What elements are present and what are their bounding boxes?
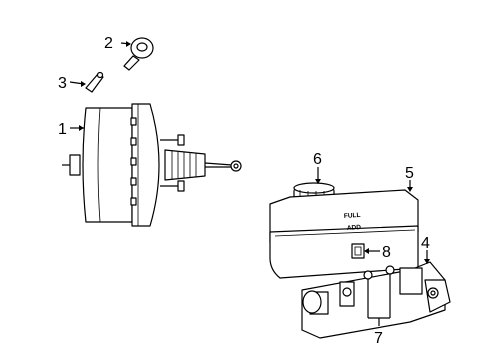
master-cylinder bbox=[301, 250, 451, 339]
callout-1: 1 bbox=[58, 121, 67, 138]
check-valve bbox=[69, 71, 104, 93]
callout-4: 4 bbox=[421, 235, 430, 252]
callout-3: 3 bbox=[58, 75, 67, 92]
callout-7: 7 bbox=[374, 330, 383, 347]
reservoir-full-mark: FULL bbox=[344, 212, 361, 220]
callout-2: 2 bbox=[104, 35, 113, 52]
booster-grommet bbox=[120, 37, 154, 71]
reservoir-add-mark: ADD bbox=[347, 224, 362, 232]
fluid-reservoir: FULL ADD bbox=[269, 180, 419, 279]
callout-8: 8 bbox=[382, 244, 391, 261]
callout-6: 6 bbox=[313, 151, 322, 168]
callout-5: 5 bbox=[405, 165, 414, 182]
brake-booster bbox=[62, 103, 242, 227]
